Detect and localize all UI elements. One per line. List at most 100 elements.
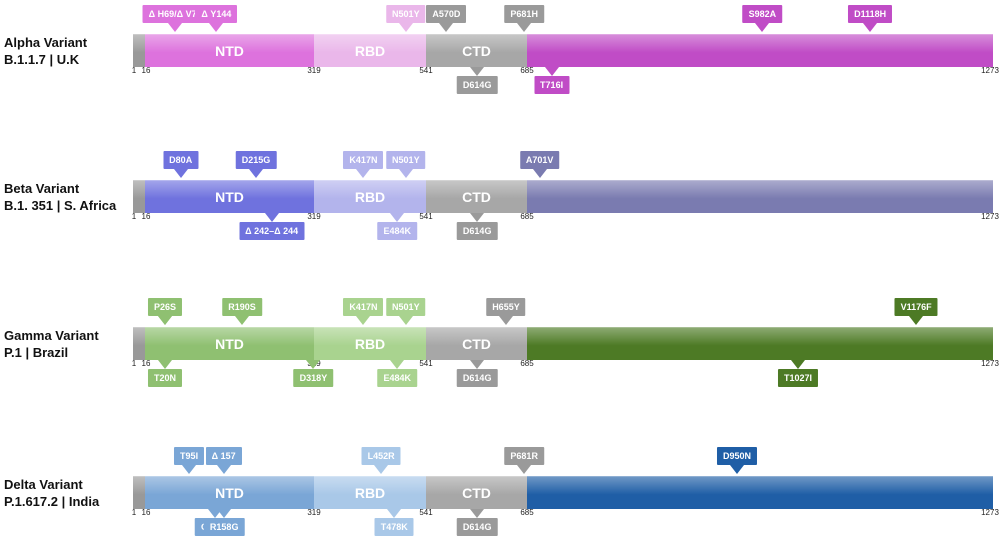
mutation-pointer: [216, 465, 231, 474]
domain-label: RBD: [354, 485, 386, 501]
mutation-pointer: [356, 316, 371, 325]
ntd-segment: NTD: [145, 34, 314, 67]
position-tick-label: 685: [520, 66, 534, 75]
mutation-pointer: [498, 316, 513, 325]
mutation-label: T716I: [534, 76, 570, 94]
position-tick-label: 16: [141, 66, 151, 75]
rbd-segment: RBD: [314, 327, 426, 360]
signal-peptide-segment: [133, 327, 145, 360]
position-tick-label: 685: [520, 359, 534, 368]
mutation-label: K417N: [343, 298, 384, 316]
domain-label: CTD: [462, 189, 491, 205]
mutation-pointer: [517, 23, 532, 32]
ctd-segment: CTD: [426, 327, 527, 360]
rbd-segment: RBD: [314, 34, 426, 67]
mutation-label: D80A: [163, 151, 199, 169]
position-tick-label: 1273: [981, 508, 999, 517]
mutation-label: D614G: [456, 518, 498, 536]
mutation-pointer: [517, 465, 532, 474]
variant-name: Alpha Variant: [4, 35, 88, 50]
domain-label: CTD: [462, 336, 491, 352]
mutation-pointer: [264, 213, 279, 222]
mutation-pointer: [217, 509, 232, 518]
mutation-pointer: [470, 360, 485, 369]
position-tick-label: 1273: [981, 212, 999, 221]
mutation-label: R158G: [203, 518, 245, 536]
mutation-label: D614G: [456, 369, 498, 387]
position-tick-label: 1: [131, 66, 137, 75]
mutation-label: Δ Y144: [195, 5, 238, 23]
mutation-pointer: [909, 316, 924, 325]
mutation-pointer: [356, 169, 371, 178]
mutation-label: T1027I: [778, 369, 819, 387]
rbd-segment: RBD: [314, 476, 426, 509]
mutation-pointer: [306, 360, 321, 369]
mutation-label: A701V: [519, 151, 560, 169]
domain-label: NTD: [215, 485, 244, 501]
mutation-label: H655Y: [486, 298, 526, 316]
mutation-pointer: [158, 360, 172, 369]
mutation-pointer: [398, 316, 413, 325]
domain-label: NTD: [215, 336, 244, 352]
mutation-pointer: [390, 360, 405, 369]
mutation-pointer: [791, 360, 806, 369]
variant-lineage: B.1.1.7 | U.K: [4, 52, 80, 67]
variant-name: Beta Variant: [4, 181, 80, 196]
mutation-label: P681R: [504, 447, 544, 465]
ctd-segment: CTD: [426, 476, 527, 509]
position-tick-label: 541: [419, 212, 433, 221]
position-tick-label: 319: [307, 212, 321, 221]
mutation-label: D1118H: [848, 5, 893, 23]
domain-label: CTD: [462, 485, 491, 501]
ctd-segment: CTD: [426, 34, 527, 67]
mutation-pointer: [470, 213, 485, 222]
mutation-label: L452R: [361, 447, 401, 465]
mutation-label: P681H: [504, 5, 544, 23]
mutation-label: Δ 157: [205, 447, 242, 465]
mutation-pointer: [470, 67, 485, 76]
position-tick-label: 1: [131, 359, 137, 368]
ntd-segment: NTD: [145, 327, 314, 360]
domain-label: RBD: [354, 43, 386, 59]
s2-segment: [527, 327, 993, 360]
mutation-label: E484K: [377, 369, 417, 387]
mutation-label: Δ 242–Δ 244: [239, 222, 305, 240]
position-tick-label: 16: [141, 212, 151, 221]
mutation-label: D318Y: [293, 369, 334, 387]
mutation-pointer: [863, 23, 878, 32]
mutation-pointer: [730, 465, 745, 474]
mutation-label: P26S: [147, 298, 183, 316]
s2-segment: [527, 34, 993, 67]
mutation-pointer: [544, 67, 559, 76]
position-tick-label: 541: [419, 359, 433, 368]
position-tick-label: 541: [419, 66, 433, 75]
variant-lineage: B.1. 351 | S. Africa: [4, 198, 117, 213]
mutation-pointer: [439, 23, 454, 32]
s2-segment: [527, 180, 993, 213]
mutation-label: K417N: [343, 151, 384, 169]
mutation-label: N501Y: [386, 298, 426, 316]
mutation-label: D215G: [235, 151, 277, 169]
rbd-segment: RBD: [314, 180, 426, 213]
position-tick-label: 685: [520, 508, 534, 517]
position-tick-label: 319: [307, 66, 321, 75]
ntd-segment: NTD: [145, 476, 314, 509]
mutation-pointer: [182, 465, 197, 474]
mutation-pointer: [168, 23, 183, 32]
position-tick-label: 319: [307, 508, 321, 517]
mutation-pointer: [398, 169, 413, 178]
position-tick-label: 16: [141, 508, 151, 517]
mutation-pointer: [374, 465, 389, 474]
mutation-label: S982A: [742, 5, 783, 23]
mutation-label: D614G: [456, 222, 498, 240]
mutation-label: V1176F: [894, 298, 938, 316]
domain-label: NTD: [215, 43, 244, 59]
